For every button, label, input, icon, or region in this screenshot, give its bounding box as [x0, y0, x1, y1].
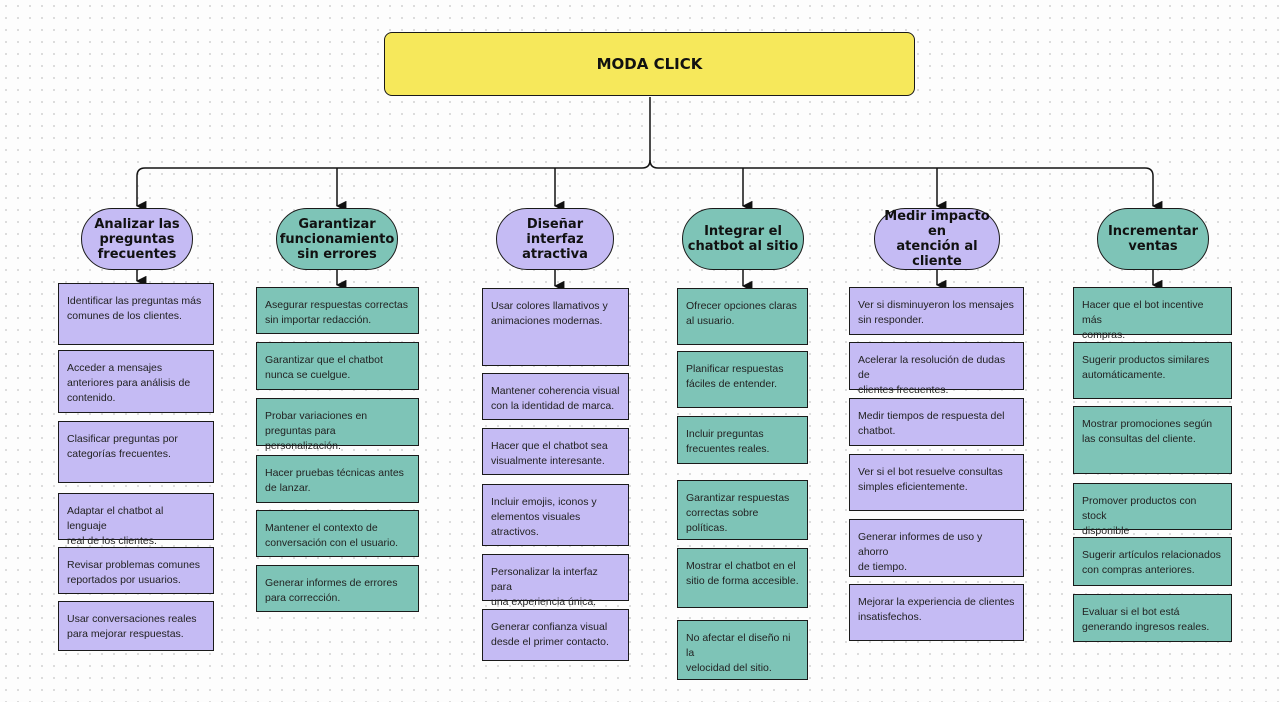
- branch-node[interactable]: Garantizar funcionamiento sin errores: [276, 208, 398, 270]
- leaf-card[interactable]: Garantizar que el chatbot nunca se cuelg…: [256, 342, 419, 390]
- leaf-card[interactable]: Mantener el contexto de conversación con…: [256, 510, 419, 557]
- leaf-card[interactable]: Promover productos con stock disponible: [1073, 483, 1232, 537]
- branch-node[interactable]: Incrementar ventas: [1097, 208, 1209, 270]
- leaf-card[interactable]: Incluir emojis, iconos y elementos visua…: [482, 484, 629, 546]
- leaf-card[interactable]: Ofrecer opciones claras al usuario.: [677, 288, 808, 345]
- leaf-card[interactable]: Evaluar si el bot está generando ingreso…: [1073, 594, 1232, 642]
- leaf-card[interactable]: Hacer que el bot incentive más compras.: [1073, 287, 1232, 341]
- branch-label: Garantizar funcionamiento sin errores: [279, 216, 395, 262]
- leaf-card[interactable]: Sugerir productos similares automáticame…: [1073, 342, 1232, 399]
- branch-node[interactable]: Diseñar interfaz atractiva: [496, 208, 614, 270]
- leaf-card[interactable]: Revisar problemas comunes reportados por…: [58, 547, 214, 594]
- leaf-card[interactable]: Asegurar respuestas correctas sin import…: [256, 287, 419, 334]
- branch-label: Medir impacto en atención al cliente: [884, 209, 990, 269]
- branch-label: Diseñar interfaz atractiva: [522, 216, 588, 262]
- root-node[interactable]: MODA CLICK: [384, 32, 915, 96]
- leaf-card[interactable]: Ver si el bot resuelve consultas simples…: [849, 454, 1024, 511]
- leaf-card[interactable]: Generar confianza visual desde el primer…: [482, 609, 629, 661]
- branch-label: Integrar el chatbot al sitio: [687, 224, 799, 254]
- leaf-card[interactable]: Medir tiempos de respuesta del chatbot.: [849, 398, 1024, 446]
- leaf-card[interactable]: Sugerir artículos relacionados con compr…: [1073, 537, 1232, 586]
- branch-node[interactable]: Analizar las preguntas frecuentes: [81, 208, 193, 270]
- leaf-card[interactable]: Incluir preguntas frecuentes reales.: [677, 416, 808, 464]
- leaf-card[interactable]: Usar conversaciones reales para mejorar …: [58, 601, 214, 651]
- leaf-card[interactable]: No afectar el diseño ni la velocidad del…: [677, 620, 808, 680]
- leaf-card[interactable]: Clasificar preguntas por categorías frec…: [58, 421, 214, 483]
- branch-node[interactable]: Integrar el chatbot al sitio: [682, 208, 804, 270]
- leaf-card[interactable]: Planificar respuestas fáciles de entende…: [677, 351, 808, 408]
- leaf-card[interactable]: Acelerar la resolución de dudas de clien…: [849, 342, 1024, 396]
- branch-label: Incrementar ventas: [1107, 224, 1199, 254]
- leaf-card[interactable]: Generar informes de errores para correcc…: [256, 565, 419, 612]
- leaf-card[interactable]: Mostrar promociones según las consultas …: [1073, 406, 1232, 474]
- leaf-card[interactable]: Adaptar el chatbot al lenguaje real de l…: [58, 493, 214, 547]
- leaf-card[interactable]: Probar variaciones en preguntas para per…: [256, 398, 419, 452]
- leaf-card[interactable]: Personalizar la interfaz para una experi…: [482, 554, 629, 608]
- trunk-line: [649, 159, 1154, 177]
- leaf-card[interactable]: Acceder a mensajes anteriores para análi…: [58, 350, 214, 413]
- leaf-card[interactable]: Mostrar el chatbot en el sitio de forma …: [677, 548, 808, 608]
- leaf-card[interactable]: Mantener coherencia visual con la identi…: [482, 373, 629, 420]
- leaf-card[interactable]: Hacer pruebas técnicas antes de lanzar.: [256, 455, 419, 503]
- root-title: MODA CLICK: [596, 55, 703, 73]
- leaf-card[interactable]: Mejorar la experiencia de clientes insat…: [849, 584, 1024, 641]
- leaf-card[interactable]: Ver si disminuyeron los mensajes sin res…: [849, 287, 1024, 335]
- leaf-card[interactable]: Hacer que el chatbot sea visualmente int…: [482, 428, 629, 475]
- leaf-card[interactable]: Identificar las preguntas más comunes de…: [58, 283, 214, 345]
- trunk-line: [136, 97, 651, 177]
- leaf-card[interactable]: Usar colores llamativos y animaciones mo…: [482, 288, 629, 366]
- leaf-card[interactable]: Generar informes de uso y ahorro de tiem…: [849, 519, 1024, 577]
- branch-label: Analizar las preguntas frecuentes: [94, 216, 180, 262]
- leaf-card[interactable]: Garantizar respuestas correctas sobre po…: [677, 480, 808, 540]
- branch-node[interactable]: Medir impacto en atención al cliente: [874, 208, 1000, 270]
